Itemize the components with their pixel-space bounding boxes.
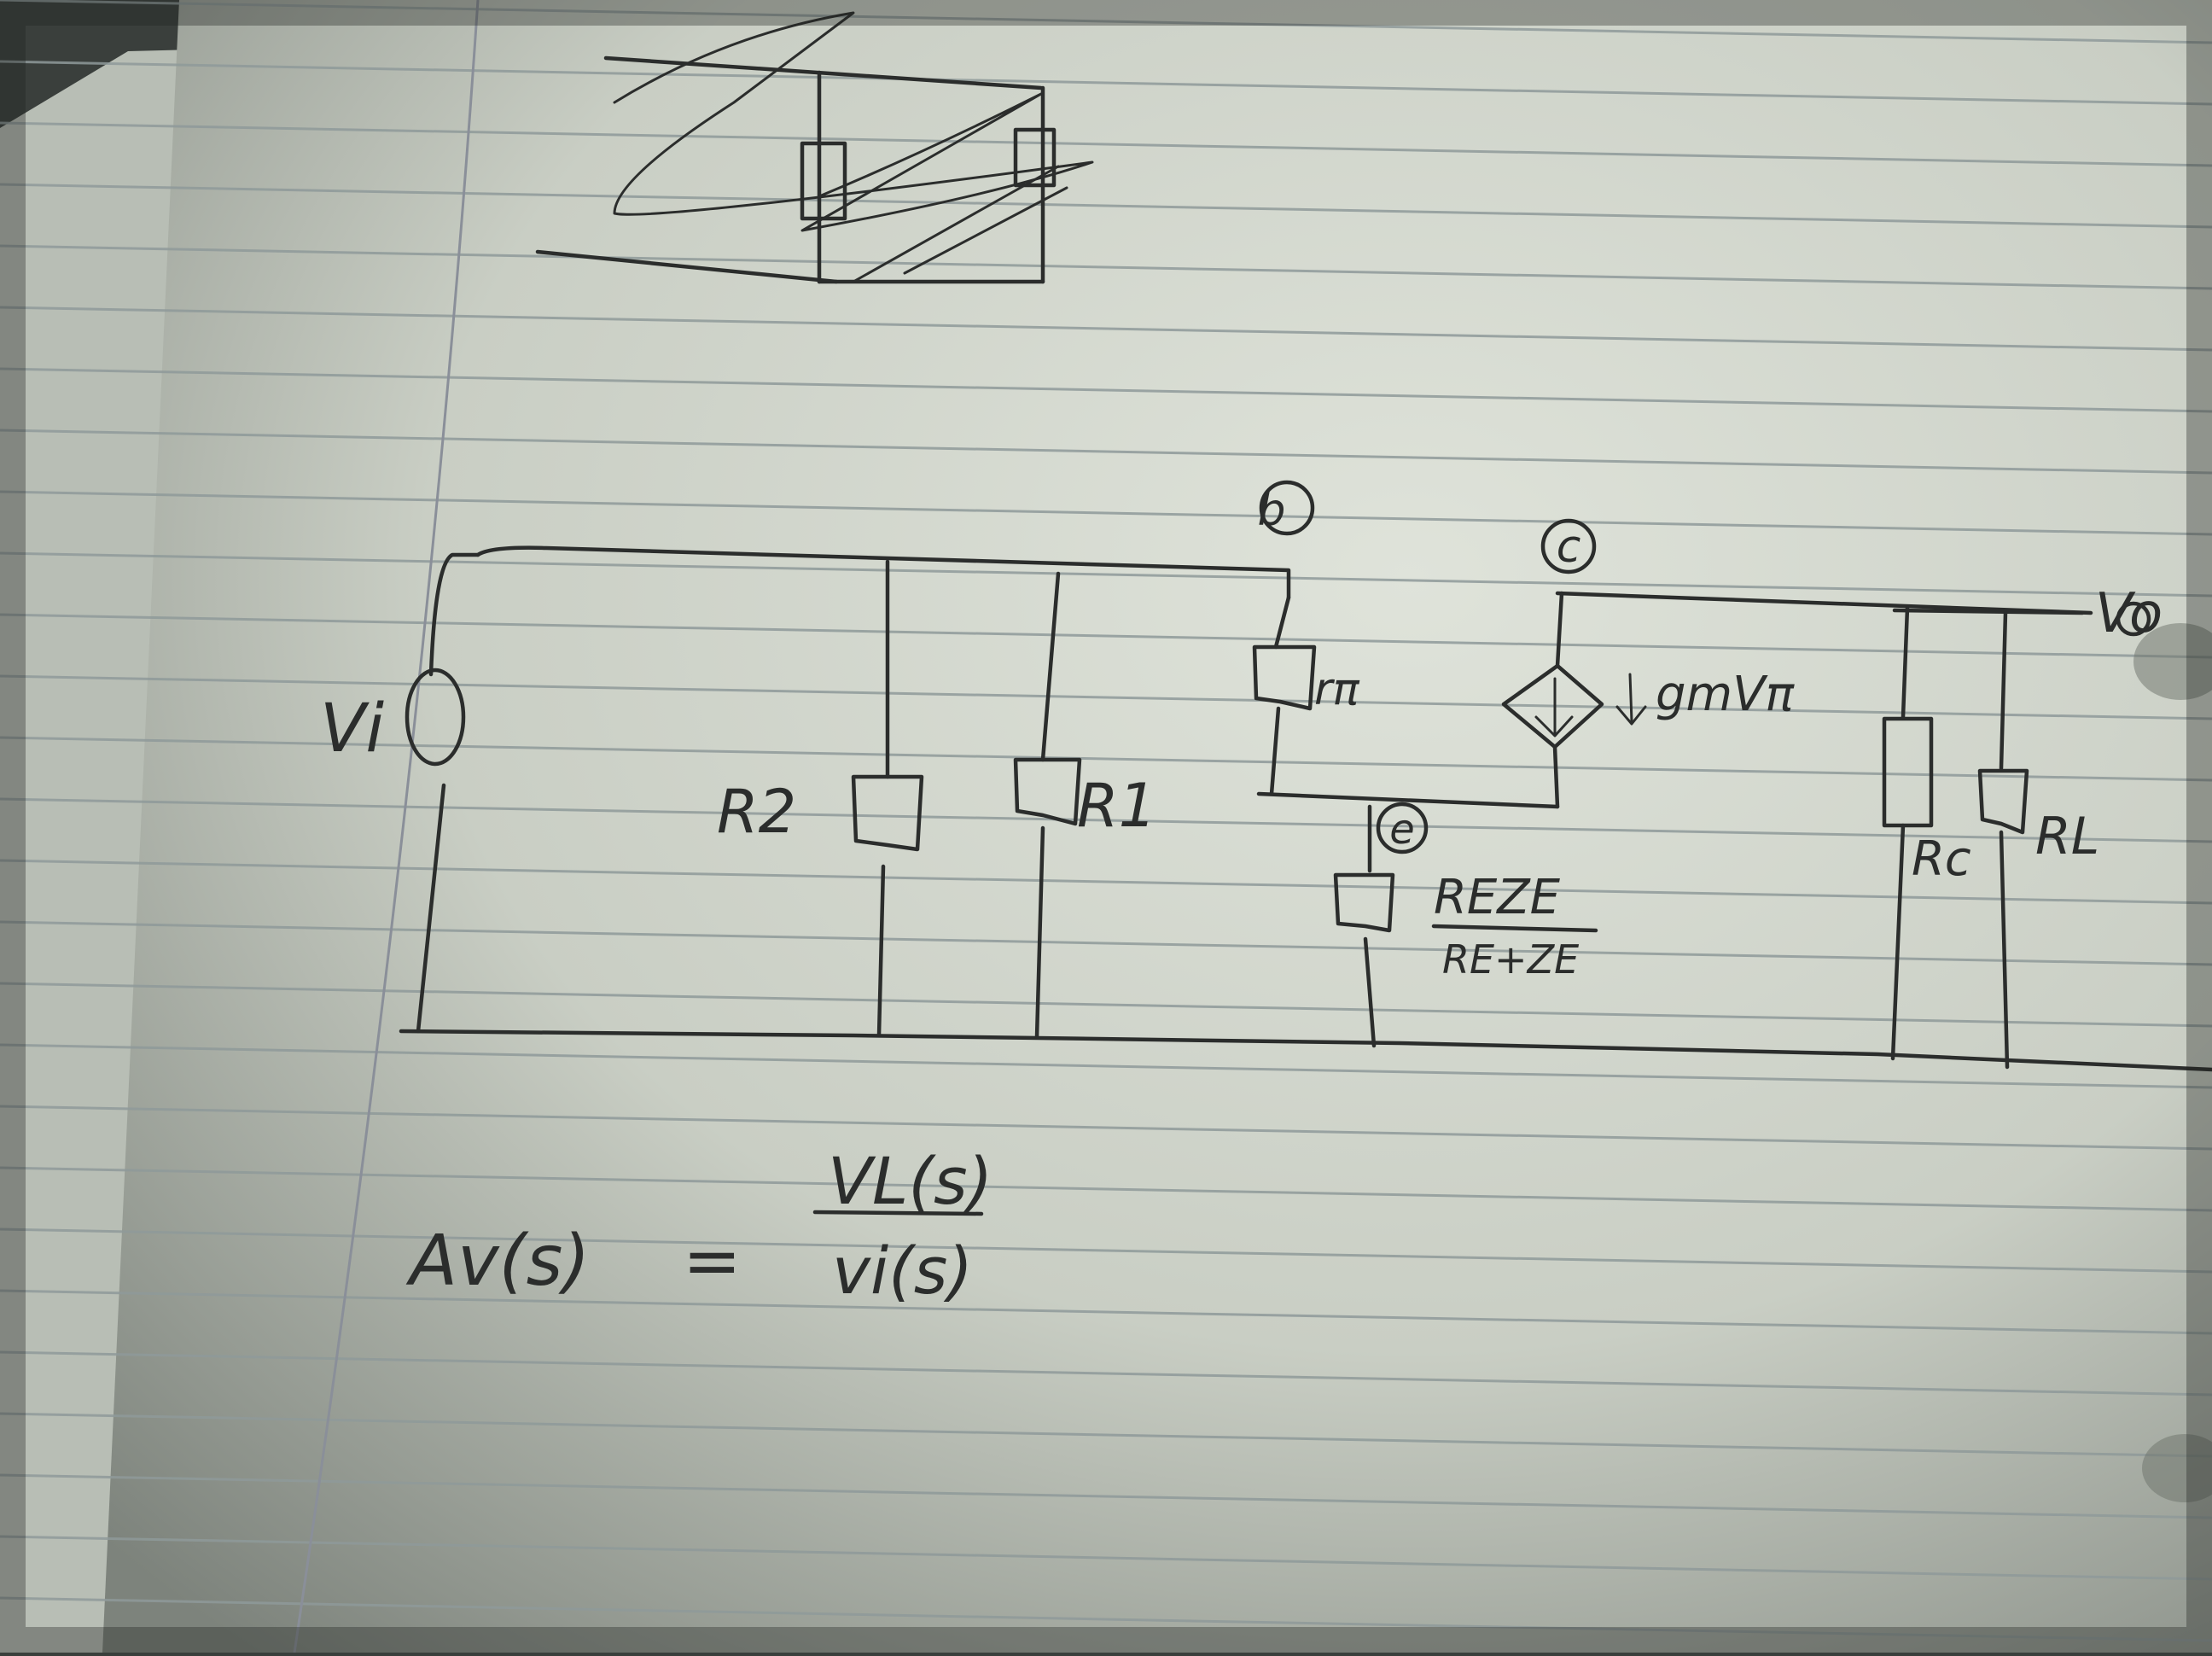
- gain-equation: Av(s) = VL(s) vi(s): [405, 1143, 992, 1309]
- arrow-down-icon: [1615, 673, 1647, 726]
- r2-label: R2: [717, 777, 796, 847]
- reze-denominator: RE+ZE: [1442, 936, 1579, 983]
- rule-line: [0, 982, 2212, 1028]
- equation-lhs: Av(s): [405, 1221, 590, 1302]
- reze-numerator: REZE: [1434, 870, 1561, 925]
- gm-vpi-label: gmVπ: [1656, 667, 1795, 722]
- rule-line: [0, 0, 2212, 44]
- equation-equals: =: [683, 1221, 742, 1302]
- vi-label: Vi: [320, 691, 384, 767]
- rule-line: [0, 1289, 2212, 1335]
- rule-line: [0, 306, 2212, 352]
- node-b-label: b: [1257, 485, 1285, 536]
- rule-line: [0, 367, 2212, 413]
- rule-line: [0, 429, 2212, 475]
- rule-line: [0, 736, 2212, 782]
- r1-label: R1: [1077, 771, 1156, 841]
- rule-line: [0, 244, 2212, 290]
- equation-denominator: vi(s): [832, 1233, 973, 1309]
- crossed-out-sketch: [535, 11, 1094, 284]
- rule-line: [0, 1043, 2212, 1089]
- fraction-bar: [812, 1210, 984, 1216]
- rc-label: Rc: [1912, 831, 1971, 887]
- vi-source-icon: [405, 668, 466, 767]
- vo-label: Vo: [2095, 582, 2163, 645]
- rl-resistor-icon: [1977, 768, 2029, 835]
- rule-line: [0, 920, 2212, 966]
- rule-line: [0, 1596, 2212, 1642]
- re-ze-impedance-icon: [1333, 872, 1395, 933]
- r2-resistor-icon: [851, 774, 924, 852]
- node-e-label: e: [1389, 806, 1415, 854]
- rule-line: [0, 1473, 2212, 1519]
- rule-line: [0, 859, 2212, 905]
- rule-line: [0, 60, 2212, 106]
- rc-resistor-icon: [1882, 716, 1934, 828]
- punch-hole: [2142, 1434, 2212, 1502]
- r-pi-label: rπ: [1314, 664, 1359, 715]
- rule-line: [0, 1412, 2212, 1458]
- rule-line: [0, 674, 2212, 720]
- rule-line: [0, 490, 2212, 536]
- r1-resistor-icon: [1013, 757, 1082, 826]
- rule-line: [0, 183, 2212, 229]
- node-c-label: c: [1557, 522, 1581, 573]
- rule-line: [0, 551, 2212, 598]
- margin-line: [293, 0, 480, 1653]
- rule-line: [0, 1166, 2212, 1212]
- paper-sheet: [102, 0, 2212, 1653]
- node-c-marker: [1540, 518, 1597, 574]
- node-b-marker: [1259, 480, 1315, 536]
- vo-terminal-marker: [2116, 601, 2151, 637]
- node-e-marker: [1376, 802, 1429, 854]
- rule-line: [0, 613, 2212, 659]
- equation-numerator: VL(s): [828, 1143, 992, 1219]
- rule-line: [0, 797, 2212, 843]
- r-pi-resistor-icon: [1252, 644, 1317, 711]
- small-signal-circuit: [399, 480, 2212, 1072]
- punch-hole: [2133, 623, 2212, 700]
- rl-label: RL: [2035, 807, 2099, 866]
- rule-line: [0, 1350, 2212, 1397]
- rule-line: [0, 1227, 2212, 1274]
- rule-line: [0, 1535, 2212, 1581]
- rule-line: [0, 121, 2212, 167]
